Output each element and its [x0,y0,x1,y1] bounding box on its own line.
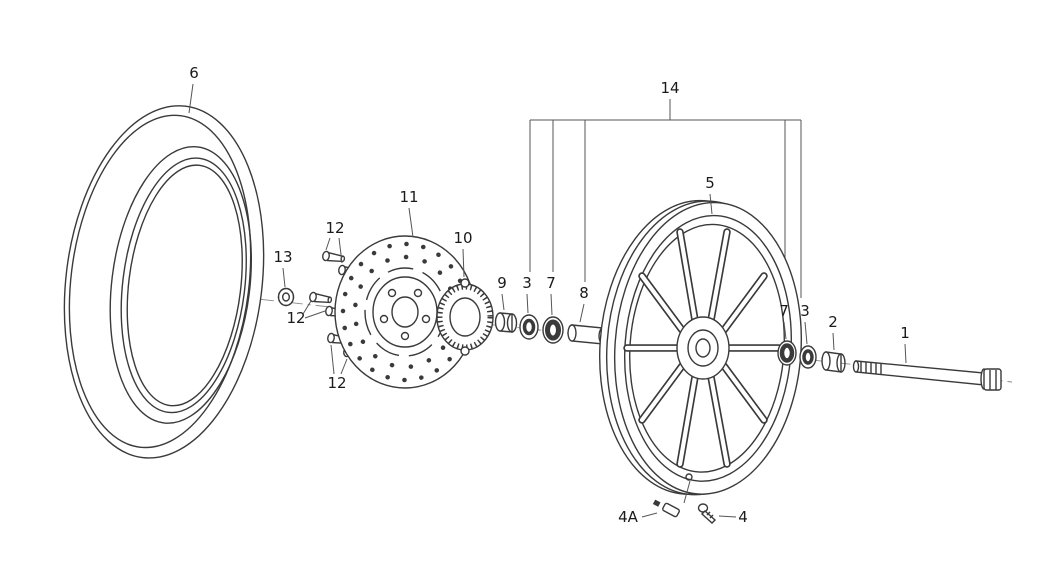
callout-wheel-label: 5 [705,174,715,192]
callout-seal-right: 7 [779,302,789,340]
washer-left [519,314,539,340]
seal-right [777,340,797,366]
seal-left [542,316,564,344]
callout-collar-label: 9 [497,274,507,292]
callout-bolt-mid-label: 12 [286,309,305,327]
callout-bolt-top: 12 [325,219,345,264]
callout-screw-label: 4 [738,508,748,526]
callout-wheel: 5 [705,174,715,215]
callout-spacer-right: 2 [828,313,838,351]
callout-tone-ring-label: 10 [453,229,472,247]
callout-bolt-bottom: 12 [327,344,348,392]
collar [494,312,518,333]
callout-spacer-right-label: 2 [828,313,838,331]
callout-spacer-tube-label: 8 [579,284,589,302]
callout-tone-ring: 10 [453,229,473,278]
callout-bearing-kit-label: 14 [660,79,679,97]
callout-axle: 1 [900,324,910,364]
callout-spacer-tube: 8 [579,284,589,323]
callout-screw: 4 [718,508,748,526]
washer-right [799,345,817,369]
callout-tire-label: 6 [189,64,199,82]
callout-collar: 9 [497,274,507,311]
spacer-tube [567,324,608,345]
screw [697,503,717,524]
callout-brake-disc: 11 [399,188,419,238]
callout-brake-disc-label: 11 [399,188,418,206]
valve [652,499,680,518]
callout-tire: 6 [188,64,199,114]
callout-seal-left-label: 7 [546,274,556,292]
callout-nut: 13 [273,248,293,288]
callout-nut-label: 13 [273,248,292,266]
callout-valve-label: 4A [618,508,639,526]
tire [63,105,265,459]
axle [852,360,1002,391]
callout-washer-left-label: 3 [522,274,532,292]
callout-washer-right-label: 3 [800,302,810,320]
callout-valve: 4A [618,508,658,526]
callout-washer-right: 3 [800,302,810,345]
callout-seal-right-label: 7 [779,302,789,320]
callout-bolt-bottom-label: 12 [327,374,346,392]
callout-bolt-mid: 12 [286,300,326,327]
spacer-right [821,351,846,373]
callout-axle-label: 1 [900,324,910,342]
callout-seal-left: 7 [546,274,556,316]
axle-nut [277,287,295,307]
callout-washer-left: 3 [522,274,532,314]
callout-bolt-top-label: 12 [325,219,344,237]
tone-ring [436,278,494,356]
wheel [598,199,803,496]
